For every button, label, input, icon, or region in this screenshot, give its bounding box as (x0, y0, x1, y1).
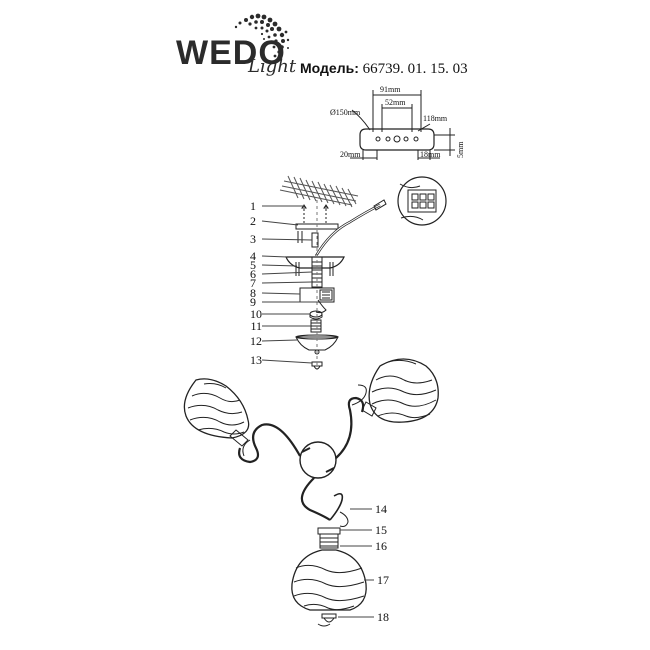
part-number: 17 (377, 573, 389, 587)
dim-right-offset: 18mm (420, 150, 441, 159)
part-number: 10 (250, 307, 262, 321)
logo-swirl-icon (234, 13, 290, 58)
part-number: 8 (250, 286, 256, 300)
brand-name: WEDO (176, 34, 286, 72)
exploded-mount (285, 199, 387, 370)
part-number: 5 (250, 258, 256, 272)
connector-detail (397, 176, 447, 226)
part-number: 4 (250, 249, 256, 263)
dim-length: 118mm (423, 114, 448, 123)
part-number: 13 (250, 353, 262, 367)
dim-width-top: 91mm (380, 85, 401, 94)
part-number: 12 (250, 334, 262, 348)
shade-bottom (291, 527, 367, 627)
dim-diameter: Ø150mm (330, 108, 361, 117)
screw-hole (375, 136, 381, 142)
model-code: 66739. 01. 15. 03 (362, 61, 468, 77)
part-number: 3 (250, 232, 256, 246)
part-numbers-lower: 14 15 16 17 18 (375, 502, 389, 624)
brand-logo: WEDO Light (176, 10, 306, 80)
part-number: 11 (250, 319, 262, 333)
center-hole (393, 135, 401, 143)
screw-hole (413, 136, 419, 142)
dim-width-inner: 52mm (385, 98, 406, 107)
model-label: Модель: (300, 60, 359, 76)
dim-height: 5mm (456, 141, 465, 158)
screw-hole (385, 136, 391, 142)
model-line: Модель: 66739. 01. 15. 03 (300, 60, 468, 78)
part-number: 7 (250, 276, 256, 290)
part-number: 14 (375, 502, 387, 516)
part-number: 16 (375, 539, 387, 553)
shade-left (183, 378, 250, 447)
part-number: 2 (250, 214, 256, 228)
brand-script: Light (248, 56, 297, 77)
part-numbers-upper: 1 2 3 4 5 6 7 8 9 10 11 12 13 (250, 199, 262, 367)
part-number: 1 (250, 199, 256, 213)
leader-lines-lower (338, 508, 374, 618)
screw-hole (403, 136, 409, 142)
mounting-plate-drawing (350, 90, 455, 160)
shade-right (361, 358, 439, 423)
dim-left-offset: 20mm (340, 150, 361, 159)
leader-lines-upper (261, 205, 318, 364)
part-number: 18 (377, 610, 389, 624)
part-number: 6 (250, 267, 256, 281)
part-number: 9 (250, 295, 256, 309)
ceiling-hatch (279, 175, 359, 208)
assembled-chandelier (183, 358, 439, 627)
part-number: 15 (375, 523, 387, 537)
